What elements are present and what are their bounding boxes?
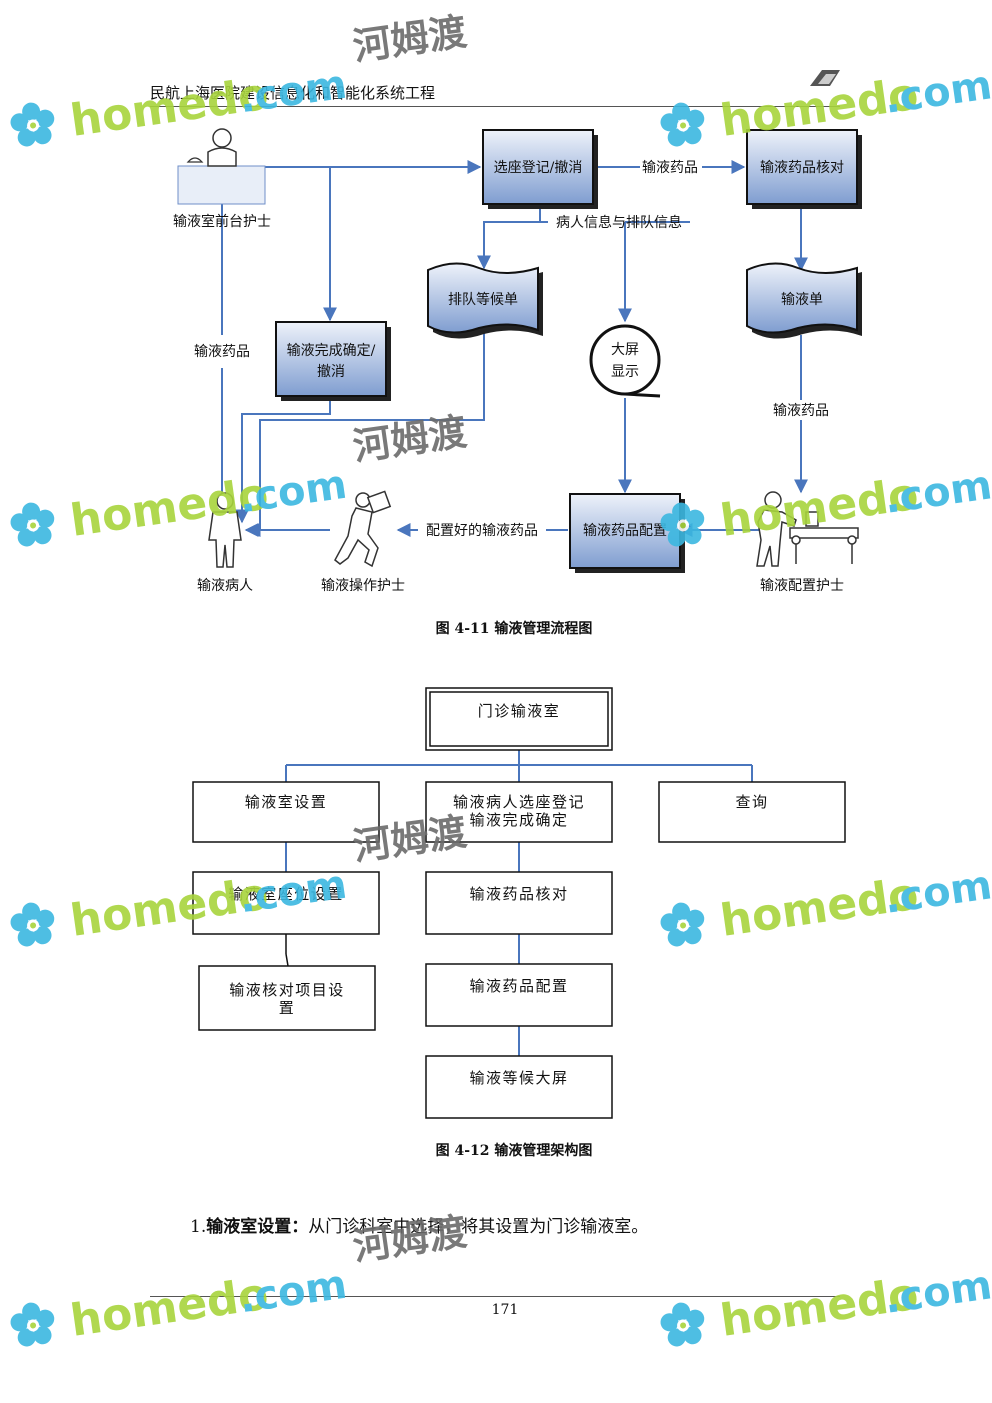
- edge-label-patient-queue-info: 病人信息与排队信息: [556, 214, 682, 231]
- patient-figure-icon: [208, 492, 242, 568]
- config-nurse-figure-icon: [756, 491, 859, 567]
- drug-check-label: 输液药品核对: [760, 160, 844, 176]
- screen-label-1: 大屏: [611, 342, 639, 358]
- footer-rule: [150, 1296, 840, 1297]
- infusion-list-document: [746, 262, 862, 339]
- org-check-items-label-1: 输液核对项目设: [229, 981, 345, 999]
- paragraph-text: 从门诊科室中选择，将其设置为门诊输液室。: [308, 1217, 649, 1237]
- flowchart-caption: 图 4-11 输液管理流程图: [435, 621, 593, 637]
- operate-nurse-figure-icon: [334, 490, 392, 568]
- patient-label: 输液病人: [197, 578, 253, 594]
- complete-confirm-box: [275, 321, 391, 401]
- org-check-items-box: [198, 965, 376, 1031]
- edge-label-drug-top: 输液药品: [642, 160, 698, 176]
- org-seat-reg-box: [425, 781, 613, 843]
- edge-label-configured-drug: 配置好的输液药品: [426, 523, 538, 539]
- watermark-domain: .com: [236, 1262, 349, 1323]
- queue-list-document: [427, 262, 543, 339]
- org-check-items-label-2: 置: [279, 999, 296, 1017]
- org-seat-reg-label-2: 输液完成确定: [469, 811, 568, 829]
- org-drug-check-box: [425, 871, 613, 935]
- org-wait-screen-box: [425, 1055, 613, 1119]
- page-number: 171: [491, 1302, 519, 1318]
- operate-nurse-label: 输液操作护士: [321, 578, 405, 594]
- org-room-setup-box: [192, 781, 380, 843]
- org-root-label: 门诊输液室: [478, 702, 561, 720]
- big-screen-display: [589, 324, 661, 398]
- config-nurse-label: 输液配置护士: [760, 578, 844, 594]
- queue-list-label: 排队等候单: [448, 291, 518, 308]
- org-drug-config-label: 输液药品配置: [469, 977, 568, 995]
- org-query-box: [658, 781, 846, 843]
- front-nurse-label: 输液室前台护士: [173, 213, 271, 230]
- org-root-box: [425, 687, 613, 751]
- org-query-label: 查询: [735, 793, 768, 811]
- screen-label-2: 显示: [611, 364, 639, 380]
- complete-confirm-label-1: 输液完成确定/: [287, 343, 376, 359]
- infusion-orgchart: 门诊输液室 输液室设置 输液病人选座登记 输液完成确定 查询 输液室座位设置 输…: [192, 687, 846, 1119]
- seat-register-box: [482, 129, 598, 209]
- running-header: 民航上海医院建设信息化和智能化系统工程: [150, 84, 436, 102]
- header-rule: [150, 106, 840, 107]
- watermark-brand: homedo: [67, 1269, 271, 1347]
- drug-config-label: 输液药品配置: [583, 523, 667, 539]
- org-seat-setup-box: [192, 871, 380, 935]
- org-drug-check-label: 输液药品核对: [469, 885, 568, 903]
- org-drug-config-box: [425, 963, 613, 1027]
- seat-register-label: 选座登记/撤消: [494, 160, 583, 176]
- header-logo: [808, 66, 842, 90]
- paragraph-number: 1.: [190, 1217, 207, 1237]
- edge-label-drug-right: 输液药品: [773, 403, 829, 419]
- complete-confirm-label-2: 撤消: [317, 364, 345, 380]
- orgchart-caption: 图 4-12 输液管理架构图: [435, 1143, 593, 1159]
- org-seat-setup-label: 输液室座位设置: [228, 885, 344, 903]
- front-desk-icon: [177, 128, 266, 205]
- infusion-flowchart: 选座登记/撤消 输液药品核对 输液完成确定/ 撤消 输液药品配置 排队等候单 输…: [173, 128, 862, 594]
- drug-check-box: [746, 129, 862, 209]
- org-wait-screen-label: 输液等候大屏: [469, 1069, 568, 1087]
- infusion-list-label: 输液单: [781, 292, 823, 308]
- org-room-setup-label: 输液室设置: [245, 793, 328, 811]
- watermark-domain: .com: [881, 1262, 992, 1323]
- edge-label-drug-left: 输液药品: [194, 344, 250, 360]
- org-seat-reg-label-1: 输液病人选座登记: [453, 793, 585, 811]
- paragraph-term: 输液室设置：: [206, 1217, 309, 1237]
- body-paragraph: 1.输液室设置：从门诊科室中选择，将其设置为门诊输液室。: [190, 1212, 648, 1237]
- watermark-brand: homedo: [717, 1269, 921, 1347]
